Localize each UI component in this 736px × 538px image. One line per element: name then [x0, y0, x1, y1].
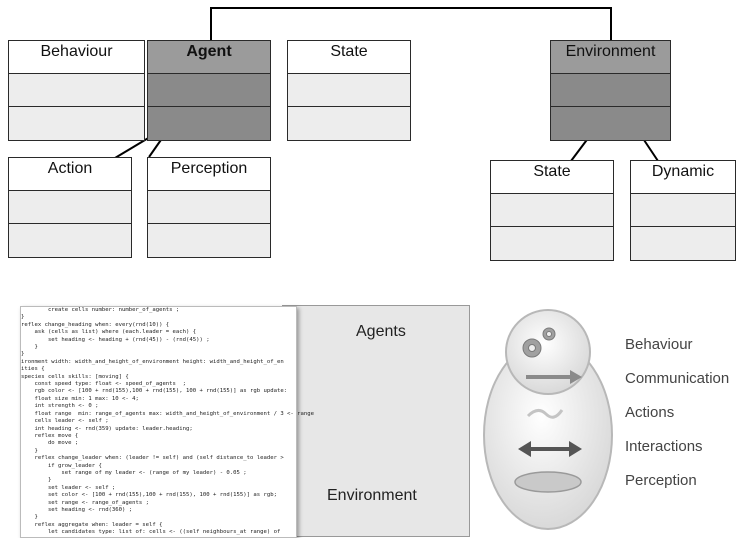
code-line: }	[21, 477, 52, 484]
perception-title: Perception	[148, 158, 270, 191]
environment-title: Environment	[551, 41, 670, 74]
interactions-double-arrow-icon	[518, 441, 582, 457]
code-line: }	[21, 351, 25, 358]
code-line: }	[21, 344, 38, 351]
environment-state-box: State	[490, 160, 614, 261]
actions-side-label: Actions	[625, 404, 675, 421]
agent-title: Agent	[148, 41, 270, 74]
behaviour-box: Behaviour	[8, 40, 145, 141]
code-line: reflex aggregate when: leader = self {	[21, 521, 163, 528]
code-line: int strength <- 0 ;	[21, 403, 99, 410]
code-line: set heading <- rnd(360) ;	[21, 506, 133, 513]
code-line: rgb color <- [100 + rnd(155),100 + rnd(1…	[21, 388, 288, 395]
code-line: set leader <- self ;	[21, 484, 116, 491]
action-title: Action	[9, 158, 131, 191]
environment-box: Environment	[550, 40, 671, 141]
code-panel: create cells number: number_of_agents ; …	[20, 306, 314, 538]
environment-state-connector	[570, 136, 590, 162]
communication-side-label: Communication	[625, 370, 730, 387]
code-line: set heading <- heading + (rnd(45)) - (rn…	[21, 336, 210, 343]
code-line: }	[21, 314, 25, 321]
code-line: set range <- range_of_agents ;	[21, 499, 149, 506]
action-squiggle-icon	[526, 409, 564, 419]
dynamic-box: Dynamic	[630, 160, 736, 261]
code-line: float size min: 1 max: 10 <- 4;	[21, 395, 139, 402]
perception-ellipse-icon	[514, 471, 582, 493]
code-line: ironment width: width_and_height_of_envi…	[21, 358, 284, 365]
code-line: set range of my leader <- (range of my l…	[21, 469, 247, 476]
code-line: const speed type: float <- speed_of_agen…	[21, 381, 187, 388]
perception-side-label: Perception	[625, 472, 697, 489]
environment-state-title: State	[491, 161, 613, 194]
code-line: ask (cells as list) where (each.leader =…	[21, 329, 197, 336]
code-line: }	[21, 514, 38, 521]
code-line: ities {	[21, 366, 45, 373]
behaviour-side-label: Behaviour	[625, 336, 693, 353]
interactions-side-label: Interactions	[625, 438, 703, 455]
environment-label: Environment	[327, 487, 417, 504]
behaviour-title: Behaviour	[9, 41, 144, 74]
perception-box: Perception	[147, 157, 271, 258]
code-line: species cells skills: [moving] {	[21, 373, 129, 380]
code-line: int heading <- rnd(359) update: leader.h…	[21, 425, 193, 432]
world-panel	[282, 305, 470, 537]
code-line: if grow_leader {	[21, 462, 102, 469]
code-line: }	[21, 447, 38, 454]
environment-dynamic-connector	[641, 136, 659, 162]
code-line: let candidates type: list of: cells <- (…	[21, 529, 281, 536]
agent-head-illustration	[483, 309, 613, 530]
communication-arrow-icon	[526, 370, 582, 384]
agent-state-title: State	[288, 41, 410, 74]
agent-state-box: State	[287, 40, 411, 141]
code-line: set color <- [100 + rnd(155),100 + rnd(1…	[21, 492, 277, 499]
gear-icon	[522, 327, 556, 358]
code-line: create cells number: number_of_agents ;	[21, 307, 180, 313]
code-line: do move ;	[21, 440, 79, 447]
action-box: Action	[8, 157, 132, 258]
agent-environment-connector	[210, 7, 612, 40]
code-line: float range min: range_of_agents max: wi…	[21, 410, 314, 417]
agent-box: Agent	[147, 40, 271, 141]
code-line: reflex move {	[21, 432, 79, 439]
code-line: cells leader <- self ;	[21, 418, 109, 425]
agents-label: Agents	[356, 323, 406, 340]
code-line: reflex change_heading when: every(rnd(10…	[21, 321, 170, 328]
dynamic-title: Dynamic	[631, 161, 735, 194]
code-line: reflex change_leader when: (leader != se…	[21, 455, 284, 462]
